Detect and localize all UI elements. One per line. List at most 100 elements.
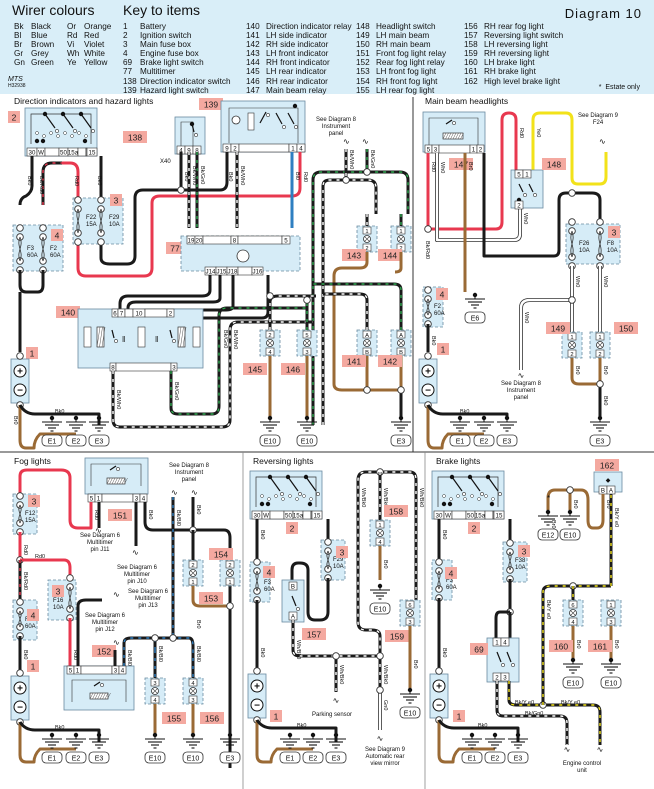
relay140-bottom-pin-label: 8: [111, 365, 115, 372]
fuse-rating: 60A: [25, 624, 36, 630]
wire-core: [323, 292, 369, 330]
junction-node: [303, 296, 311, 304]
contact-point: [55, 129, 59, 133]
high-level-brake-light-badge: 162: [600, 461, 614, 471]
lamp-pin: [188, 678, 198, 687]
fuse-rating: 10A: [607, 248, 618, 254]
lamp-pin-label: 6: [408, 603, 411, 609]
coil-hatch: [457, 132, 462, 140]
earth-label-box: [562, 676, 584, 689]
relay152-pin-cell: [80, 665, 113, 675]
lamp-145-badge-bg: [243, 363, 267, 375]
direction-switch-badge-bg: [123, 131, 147, 143]
battery-minus-icon: [432, 698, 446, 712]
lamp162-pin-label: A: [609, 488, 614, 495]
junction-node: [424, 286, 432, 294]
section-title-direction: Direction indicators and hazard lights: [14, 96, 153, 106]
key-item-number: 162: [464, 76, 478, 86]
wire-trace: [292, 471, 417, 657]
switch-contact: [287, 112, 295, 125]
key-item-label: Headlight switch: [376, 22, 436, 31]
key-item-label: Direction indicator switch: [140, 76, 231, 86]
solder-dot: [265, 501, 271, 507]
earth-e1: E1: [286, 756, 295, 763]
minus-sign: −: [425, 386, 431, 397]
junction-node: [596, 218, 604, 226]
multitimer-bottom-pin-label: J15: [217, 269, 228, 276]
wire-bkwh: [323, 292, 369, 330]
multitimer-top-pin-label: 8: [233, 238, 237, 245]
hazard-lamp-icon: [231, 115, 241, 125]
main-beam-relay-badge: 147: [454, 160, 468, 170]
wire-bk-switch: [290, 561, 330, 622]
wire-rd: [20, 558, 72, 576]
switch-contact: [506, 651, 512, 663]
earth-label-box: [88, 434, 110, 447]
junction-node: [169, 634, 177, 642]
multitimer-top-pin-cell: [202, 235, 232, 245]
key-item-number: 149: [356, 31, 370, 41]
lamp-161-badge: 161: [593, 642, 607, 652]
switch-frame: [180, 121, 194, 146]
lamp-pin: [375, 520, 385, 529]
bulb-cross: [377, 530, 383, 536]
lamp-145-badge: 145: [248, 365, 262, 375]
engine-fuse-box-badge-bg: [51, 229, 63, 241]
fuse-element-icon: [508, 551, 512, 571]
minus-sign: −: [436, 701, 442, 712]
wire-label: Bk/Y e0: [515, 700, 534, 706]
key-item-number: 145: [246, 67, 260, 77]
junction-node: [506, 539, 514, 547]
wire-label: Wh/Bk0: [382, 665, 388, 684]
ignition-pin-label: 15a: [293, 513, 304, 520]
relay151-pin-label: 1: [97, 496, 101, 503]
key-item-label: Brake light switch: [140, 58, 204, 68]
note-j11: pin J11: [91, 547, 111, 553]
earth-label-box: [537, 528, 559, 541]
brake-switch-badge-bg: [470, 643, 488, 655]
wire-core: [507, 681, 602, 745]
fuse-element-icon: [76, 208, 80, 234]
switch-contact: [291, 595, 297, 607]
wire-br: [570, 358, 602, 386]
lamp-160-badge-bg: [549, 640, 573, 652]
key-item-label: RH rear fog light: [484, 22, 544, 31]
contact-point: [63, 131, 67, 135]
engine-fuse-box-badge-bg: [445, 567, 457, 579]
wire-j14: [118, 275, 212, 310]
wire-name: Brown: [31, 40, 55, 50]
wire-core: [62, 161, 80, 200]
wire-label: Br0: [575, 640, 581, 649]
junction-node: [151, 634, 159, 642]
estate-note-text: Estate only: [605, 84, 640, 91]
engine-fuse-box-badge-bg: [436, 288, 448, 300]
bulb-cross: [190, 688, 196, 694]
wire-core: [426, 111, 518, 231]
fuse-rating: 60A: [27, 253, 38, 259]
wire-br-earth: [426, 405, 484, 450]
note-j10: pin J10: [127, 579, 147, 585]
lamp-pin-label: 2: [228, 563, 231, 569]
key-item-label: Engine fuse box: [140, 49, 199, 59]
contact-point: [477, 497, 481, 501]
earth-label-box: [461, 751, 483, 764]
wire-label: Bk0: [227, 172, 233, 181]
wire-label: Bk/Bl0: [126, 650, 132, 666]
wire-label: Br0: [12, 416, 18, 425]
lamp-149-badge: 149: [551, 324, 565, 334]
note-j11: See Diagram 6: [80, 533, 121, 539]
earth-label-box: [399, 706, 421, 719]
earth-e10: E10: [605, 681, 618, 688]
lamp-150-badge-bg: [614, 322, 638, 334]
switch-contact: [275, 112, 283, 125]
earth-e10: E10: [374, 607, 387, 614]
coil-hatch: [121, 477, 126, 485]
key-item-label: Main beam relay: [266, 85, 327, 95]
wire-name: White: [84, 49, 105, 59]
wire-bk-earth: [18, 721, 101, 742]
